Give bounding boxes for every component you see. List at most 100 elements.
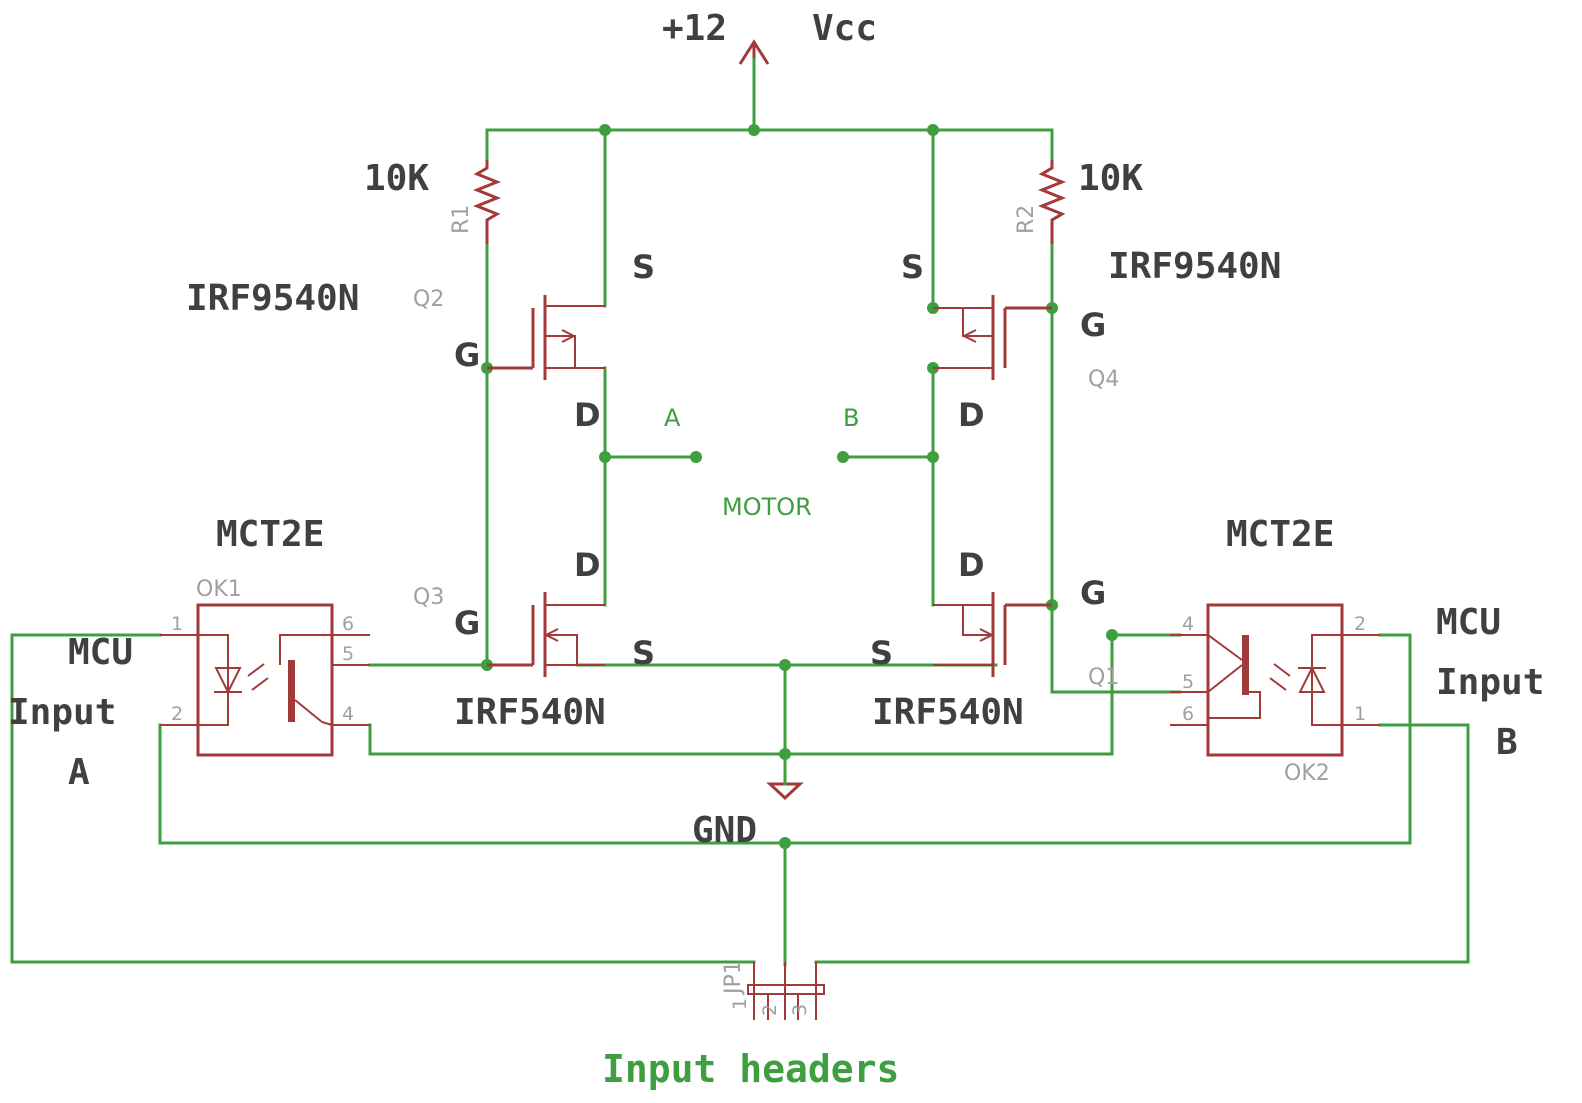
mcu-input-b-line2: Input — [1436, 662, 1544, 703]
led-icon — [1298, 665, 1326, 693]
emitter-return-wire — [368, 633, 1182, 756]
resistor-r2 — [1037, 160, 1067, 244]
junction-dot — [927, 124, 939, 136]
ok2-pin1-number: 1 — [1354, 703, 1366, 725]
led-icon — [214, 667, 242, 695]
r1-value-label: 10K — [364, 158, 429, 199]
ok2-ref-label: OK2 — [1284, 761, 1330, 786]
q4-drain-label: D — [958, 396, 985, 434]
q2-drain-label: D — [574, 396, 601, 434]
led-lead — [198, 634, 229, 726]
ok2-pin2-number: 2 — [1354, 613, 1366, 635]
ok2-pin6-number: 6 — [1182, 703, 1194, 725]
q3-part-label: IRF540N — [454, 692, 606, 733]
q3-gate-label: G — [454, 604, 480, 642]
junction-dot — [690, 451, 702, 463]
q1-part-label: IRF540N — [872, 692, 1024, 733]
body-lead — [545, 634, 578, 665]
optocoupler-ok2 — [1170, 603, 1380, 757]
base-lead — [1208, 691, 1261, 719]
q1-gate-label: G — [1080, 574, 1106, 612]
junction-dot — [748, 124, 760, 136]
body-lead — [962, 605, 993, 636]
ok2-pin5-number: 5 — [1182, 671, 1194, 693]
header-body — [747, 984, 825, 995]
mcu-input-a-line3: A — [68, 752, 90, 793]
junction-dot — [837, 451, 849, 463]
mosfet-q3 — [487, 592, 605, 677]
q2-source-label: S — [632, 248, 655, 286]
ground-symbol — [766, 756, 804, 801]
ground-icon — [766, 782, 804, 801]
r2-ref-label: R2 — [1014, 205, 1039, 234]
junction-dot — [779, 659, 791, 671]
mosfet-q4 — [933, 295, 1052, 380]
junction-dot — [779, 748, 791, 760]
q1-source-label: S — [870, 634, 893, 672]
jp1-pin2-number: 2 — [759, 1004, 781, 1016]
r1-ref-label: R1 — [449, 205, 474, 234]
light-arrow-icon — [1269, 677, 1287, 691]
motor-terminal-b-label: B — [843, 404, 859, 432]
emitter-lead — [294, 699, 333, 726]
header-caption: Input headers — [602, 1047, 899, 1091]
mcu-input-b-line1: MCU — [1436, 602, 1501, 643]
junction-dot — [599, 124, 611, 136]
led-gnd-wire — [158, 633, 1412, 845]
junctions — [481, 124, 1118, 849]
q3-drain-label: D — [574, 546, 601, 584]
light-arrow-icon — [1273, 663, 1291, 677]
light-arrow-icon — [251, 677, 269, 691]
q2-part-label: IRF9540N — [186, 278, 359, 319]
collector-lead — [279, 634, 332, 665]
ok1-pin2-number: 2 — [171, 703, 183, 725]
light-arrow-icon — [247, 663, 265, 677]
vcc-symbol — [738, 39, 770, 65]
right-gate-wire — [1050, 242, 1182, 694]
input-b-wire — [814, 723, 1470, 964]
q4-source-label: S — [901, 248, 924, 286]
emitter-lead — [1207, 664, 1243, 693]
body-lead — [545, 335, 576, 368]
ok1-pin5-number: 5 — [342, 643, 354, 665]
junction-dot — [1106, 629, 1118, 641]
q4-part-label: IRF9540N — [1108, 246, 1281, 287]
optocoupler-ok1 — [160, 603, 370, 757]
motor-label: MOTOR — [722, 493, 812, 521]
body-arrow — [543, 628, 559, 642]
ok1-part-label: MCT2E — [216, 514, 324, 555]
mosfet-q1 — [933, 592, 1052, 677]
resistor-symbol — [1037, 160, 1067, 244]
junction-dot — [927, 451, 939, 463]
ok2-part-label: MCT2E — [1226, 514, 1334, 555]
ok1-pin4-number: 4 — [342, 703, 354, 725]
mcu-input-a-line1: MCU — [68, 632, 133, 673]
q3-ref-label: Q3 — [413, 585, 444, 610]
supply-voltage-label: +12 — [662, 8, 727, 49]
resistor-symbol — [472, 160, 502, 244]
junction-dot — [779, 837, 791, 849]
motor-terminal-a-label: A — [664, 404, 681, 432]
jp1-ref-label: JP1 — [721, 960, 746, 996]
q2-gate-label: G — [454, 336, 480, 374]
q1-drain-label: D — [958, 546, 985, 584]
input-a-wire — [10, 633, 756, 964]
ok2-pin4-number: 4 — [1182, 613, 1194, 635]
phototransistor-base — [288, 660, 295, 722]
resistor-r1 — [472, 160, 502, 244]
mcu-input-a-line2: Input — [8, 692, 116, 733]
q4-gate-label: G — [1080, 306, 1106, 344]
q3-source-label: S — [632, 634, 655, 672]
q2-ref-label: Q2 — [413, 287, 444, 312]
jp1-pin3-number: 3 — [789, 1004, 811, 1016]
led-lead — [1311, 634, 1342, 726]
r2-value-label: 10K — [1078, 158, 1143, 199]
body-arrow — [961, 329, 977, 343]
supply-name-label: Vcc — [812, 8, 877, 49]
q4-ref-label: Q4 — [1088, 367, 1119, 392]
body-lead — [962, 308, 993, 337]
body-arrow — [979, 628, 995, 642]
q1-ref-label: Q1 — [1088, 665, 1119, 690]
mosfet-q2 — [487, 295, 605, 380]
